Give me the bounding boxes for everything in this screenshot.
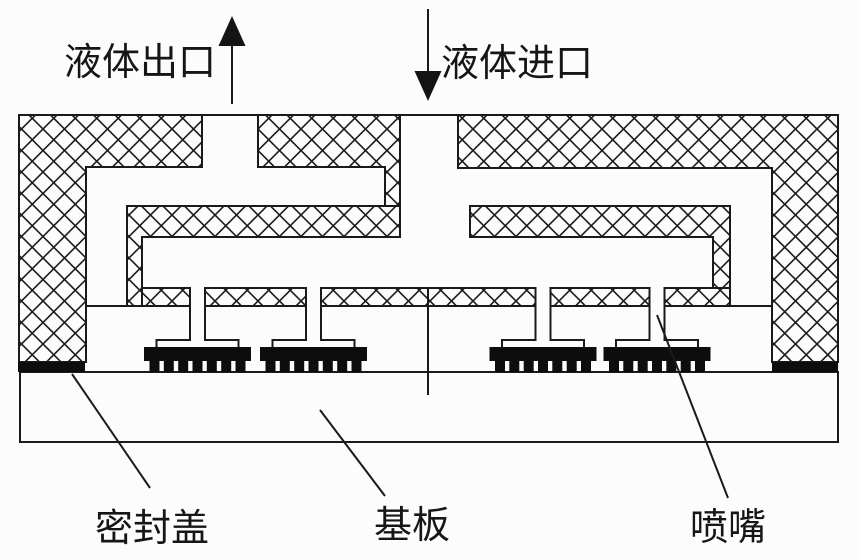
substrate-leader-line: [319, 409, 386, 497]
sealing-cover-leader-line: [71, 373, 151, 489]
inlet-arrow-down-icon: [414, 9, 442, 101]
outlet-label: 液体出口: [64, 42, 216, 84]
nozzle-leader-line: [656, 314, 729, 499]
inlet-label: 液体进口: [441, 43, 593, 85]
substrate-label: 基板: [374, 505, 450, 547]
left-seal-strip: [18, 362, 85, 372]
chamber-floor-band: [141, 287, 731, 307]
outlet-arrow-up-icon: [218, 16, 246, 104]
nozzle-label: 喷嘴: [690, 507, 766, 549]
sealing-cover-label: 密封盖: [95, 508, 209, 550]
right-seal-strip: [772, 362, 838, 372]
